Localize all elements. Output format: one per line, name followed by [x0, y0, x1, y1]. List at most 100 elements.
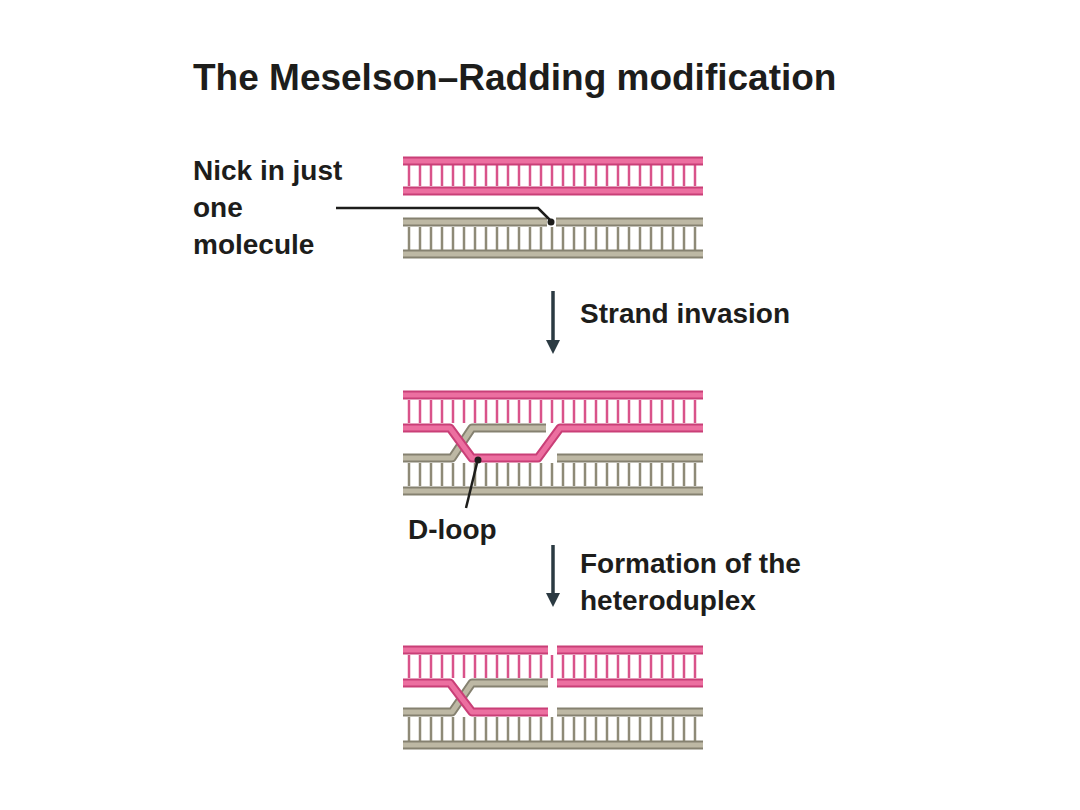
nick-dot: [548, 219, 555, 226]
step-label: Strand invasion: [580, 295, 880, 332]
base-pair: [540, 717, 543, 741]
base-pair: [408, 463, 411, 486]
dna-strand: [557, 458, 703, 459]
base-pair: [551, 400, 554, 423]
base-pair: [507, 400, 510, 423]
base-pair: [694, 227, 697, 250]
base-pair: [529, 165, 532, 186]
base-pair: [672, 463, 675, 486]
dna-strand: [403, 161, 703, 162]
base-pair: [562, 717, 565, 741]
dna-strand: [403, 683, 548, 712]
base-pair: [639, 463, 642, 486]
strand-outline: [403, 187, 703, 196]
base-pair: [617, 227, 620, 250]
base-pair: [430, 165, 433, 186]
base-pair: [617, 717, 620, 741]
base-pair: [595, 400, 598, 423]
base-pair: [628, 165, 631, 186]
strand-outline: [403, 157, 703, 166]
base-pair: [551, 227, 554, 250]
base-pair: [628, 655, 631, 678]
base-pair: [441, 227, 444, 250]
base-pair: [463, 717, 466, 741]
base-pair: [474, 400, 477, 423]
base-pair: [507, 655, 510, 678]
base-pair: [474, 165, 477, 186]
step-arrows: [551, 291, 555, 600]
base-pair: [639, 227, 642, 250]
base-pair: [419, 655, 422, 678]
strand-fill: [403, 648, 548, 653]
step-arrow: [551, 291, 555, 347]
base-pair: [518, 227, 521, 250]
base-pair: [573, 655, 576, 678]
base-pair: [639, 400, 642, 423]
base-pair: [452, 165, 455, 186]
base-pair: [452, 400, 455, 423]
base-pair: [452, 227, 455, 250]
base-pair: [485, 165, 488, 186]
base-pair: [518, 463, 521, 486]
base-pair: [584, 717, 587, 741]
strand-fill: [403, 683, 548, 712]
strand-fill: [403, 743, 703, 748]
strand-fill: [403, 489, 703, 494]
base-pair: [430, 227, 433, 250]
base-pair: [419, 717, 422, 741]
dna-strand: [403, 254, 703, 255]
base-pair: [518, 165, 521, 186]
base-pair: [529, 655, 532, 678]
base-pair: [507, 165, 510, 186]
base-pair: [606, 717, 609, 741]
base-pair: [650, 463, 653, 486]
base-pair: [485, 227, 488, 250]
nick-leader: [336, 208, 550, 220]
strand-fill: [403, 683, 548, 712]
dna-strand: [556, 222, 703, 223]
step-arrow: [551, 545, 555, 600]
leader-lines: [336, 208, 555, 508]
base-pair: [694, 655, 697, 678]
base-pair: [683, 400, 686, 423]
base-pair: [672, 227, 675, 250]
base-pair: [518, 717, 521, 741]
base-pair: [463, 227, 466, 250]
strand-fill: [556, 220, 703, 225]
strand-outline: [403, 391, 703, 400]
base-pair: [474, 227, 477, 250]
base-pair: [529, 400, 532, 423]
base-pair: [463, 655, 466, 678]
base-pair: [562, 655, 565, 678]
callout-label: D-loop: [408, 511, 608, 548]
strand-outline: [403, 250, 703, 259]
base-pair: [650, 227, 653, 250]
base-pair: [540, 400, 543, 423]
base-pair: [617, 400, 620, 423]
base-pair: [419, 165, 422, 186]
base-pair: [408, 165, 411, 186]
base-pair: [474, 717, 477, 741]
diagram-title: The Meselson–Radding modification: [193, 56, 836, 100]
strand-outline: [557, 679, 703, 688]
base-pair: [683, 655, 686, 678]
strand-fill: [403, 189, 703, 194]
base-pair: [441, 717, 444, 741]
dna-strand: [403, 395, 703, 396]
dna-strand: [403, 745, 703, 746]
base-pair: [606, 165, 609, 186]
base-pair: [672, 655, 675, 678]
strand-outline: [403, 683, 548, 712]
base-pair: [485, 655, 488, 678]
strand-outline: [556, 218, 703, 227]
base-pair: [661, 400, 664, 423]
strand-fill: [557, 456, 703, 461]
base-pair: [573, 400, 576, 423]
base-pair: [683, 165, 686, 186]
base-pair: [496, 717, 499, 741]
callout-label: Nick in just one molecule: [193, 152, 343, 263]
base-pair: [661, 717, 664, 741]
base-pair: [639, 655, 642, 678]
base-pair: [595, 717, 598, 741]
base-pair: [507, 227, 510, 250]
